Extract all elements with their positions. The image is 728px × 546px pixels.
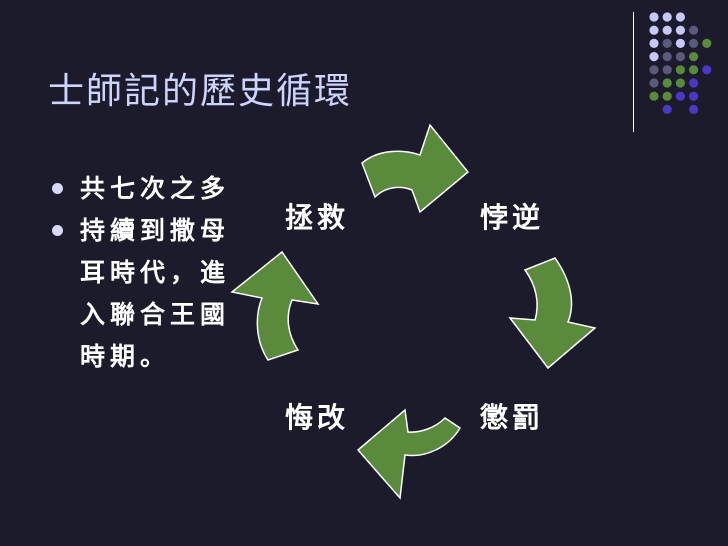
decorative-dot bbox=[649, 78, 659, 88]
decorative-dot bbox=[675, 65, 686, 75]
decorative-dot bbox=[689, 38, 699, 49]
decorative-dot bbox=[689, 25, 699, 35]
decorative-dot bbox=[689, 104, 699, 114]
decorative-dot bbox=[675, 38, 686, 49]
cycle-arrow-left bbox=[230, 250, 320, 361]
decorative-dot bbox=[649, 38, 659, 49]
decorative-dot bbox=[675, 25, 686, 35]
bullet-item-1: 共七次之多 bbox=[52, 168, 230, 210]
decorative-dot bbox=[702, 38, 712, 49]
cycle-label-deliverance: 拯救 bbox=[285, 201, 350, 234]
cycle-label-rebellion: 悖逆 bbox=[480, 201, 545, 234]
decorative-dot bbox=[675, 78, 686, 88]
bullet-dot-icon bbox=[52, 183, 63, 194]
bullet-text: 共七次之多 bbox=[80, 174, 231, 203]
cycle-arrow-right bbox=[508, 257, 597, 370]
bullet-text: 持續到撒母耳時代，進入聯合王國時期。 bbox=[80, 216, 231, 371]
decorative-divider bbox=[633, 12, 634, 132]
decorative-dot bbox=[649, 91, 659, 101]
decorative-dot bbox=[649, 65, 659, 75]
decorative-dot bbox=[702, 65, 712, 75]
decorative-dot bbox=[649, 52, 659, 62]
decorative-dot bbox=[689, 78, 699, 88]
decorative-dot bbox=[662, 91, 672, 101]
decorative-dot bbox=[675, 52, 686, 62]
slide-title: 士師記的歷史循環 bbox=[48, 71, 353, 112]
decorative-dot bbox=[689, 91, 699, 101]
decorative-dot bbox=[662, 104, 672, 114]
decorative-dot bbox=[662, 38, 672, 49]
bullet-list: 共七次之多 持續到撒母耳時代，進入聯合王國時期。 bbox=[52, 168, 230, 378]
decorative-dot bbox=[662, 25, 672, 35]
cycle-label-punishment: 懲罰 bbox=[480, 401, 545, 434]
decorative-dot bbox=[662, 78, 672, 88]
decorative-dot bbox=[689, 65, 699, 75]
cycle-arrow-top bbox=[361, 123, 470, 214]
decorative-dot bbox=[662, 12, 672, 22]
decorative-dot bbox=[675, 91, 686, 101]
decorative-dot bbox=[662, 65, 672, 75]
bullet-item-2: 持續到撒母耳時代，進入聯合王國時期。 bbox=[52, 210, 230, 378]
cycle-label-repentance: 悔改 bbox=[285, 401, 350, 434]
bullet-dot-icon bbox=[52, 225, 63, 236]
decorative-dot bbox=[689, 52, 699, 62]
decorative-dot bbox=[675, 12, 686, 22]
decorative-dot bbox=[649, 12, 659, 22]
cycle-arrow-bottom bbox=[356, 408, 462, 500]
decorative-dot bbox=[649, 25, 659, 35]
decorative-dot bbox=[662, 52, 672, 62]
